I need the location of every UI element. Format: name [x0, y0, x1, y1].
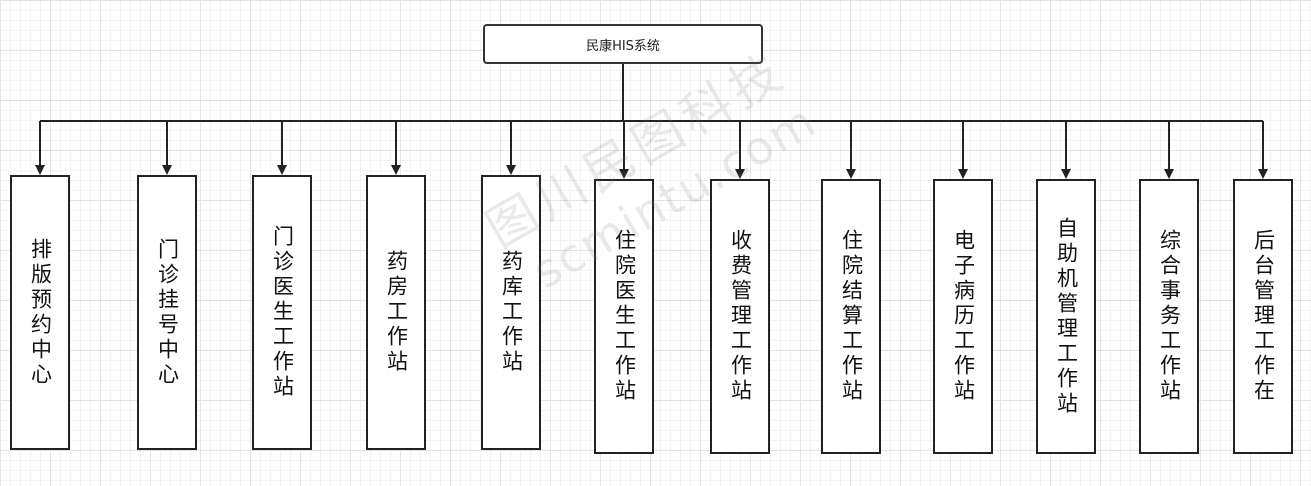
node-inpatient-doctor: 住院医生工作站	[594, 179, 654, 454]
arrow-head	[277, 165, 287, 175]
node-general-affairs: 综合事务工作站	[1139, 179, 1199, 454]
node-outpatient-doctor: 门诊医生工作站	[252, 175, 312, 450]
node-kiosk-management: 自助机管理工作站	[1036, 179, 1096, 454]
arrow-head	[846, 169, 856, 179]
node-label: 住院医生工作站	[612, 229, 637, 404]
node-backend-admin: 后台管理工作在	[1233, 179, 1293, 454]
arrow-head	[1258, 169, 1268, 179]
node-inpatient-settlement: 住院结算工作站	[821, 179, 881, 454]
arrow-head	[162, 165, 172, 175]
arrow-head	[735, 169, 745, 179]
node-electronic-records: 电子病历工作站	[933, 179, 993, 454]
node-label: 电子病历工作站	[951, 229, 976, 404]
arrow-head	[391, 165, 401, 175]
arrow-head	[619, 169, 629, 179]
node-label: 收费管理工作站	[728, 229, 753, 404]
root-node: 民康HIS系统	[483, 24, 763, 64]
node-billing-management: 收费管理工作站	[710, 179, 770, 454]
node-drug-storage: 药库工作站	[481, 175, 541, 450]
node-scheduling-center: 排版预约中心	[10, 175, 70, 450]
node-label: 后台管理工作在	[1251, 229, 1276, 404]
node-label: 药房工作站	[384, 250, 409, 375]
node-label: 自助机管理工作站	[1054, 216, 1079, 417]
node-label: 住院结算工作站	[839, 229, 864, 404]
root-label: 民康HIS系统	[586, 38, 660, 54]
node-pharmacy: 药房工作站	[366, 175, 426, 450]
node-label: 门诊挂号中心	[155, 237, 180, 388]
arrow-head	[1164, 169, 1174, 179]
arrow-head	[958, 169, 968, 179]
node-label: 排版预约中心	[28, 237, 53, 388]
node-label: 药库工作站	[499, 250, 524, 375]
node-label: 综合事务工作站	[1157, 229, 1182, 404]
node-outpatient-registration: 门诊挂号中心	[137, 175, 197, 450]
arrow-head	[506, 165, 516, 175]
node-label: 门诊医生工作站	[270, 225, 295, 400]
arrow-head	[35, 165, 45, 175]
arrow-head	[1061, 169, 1071, 179]
